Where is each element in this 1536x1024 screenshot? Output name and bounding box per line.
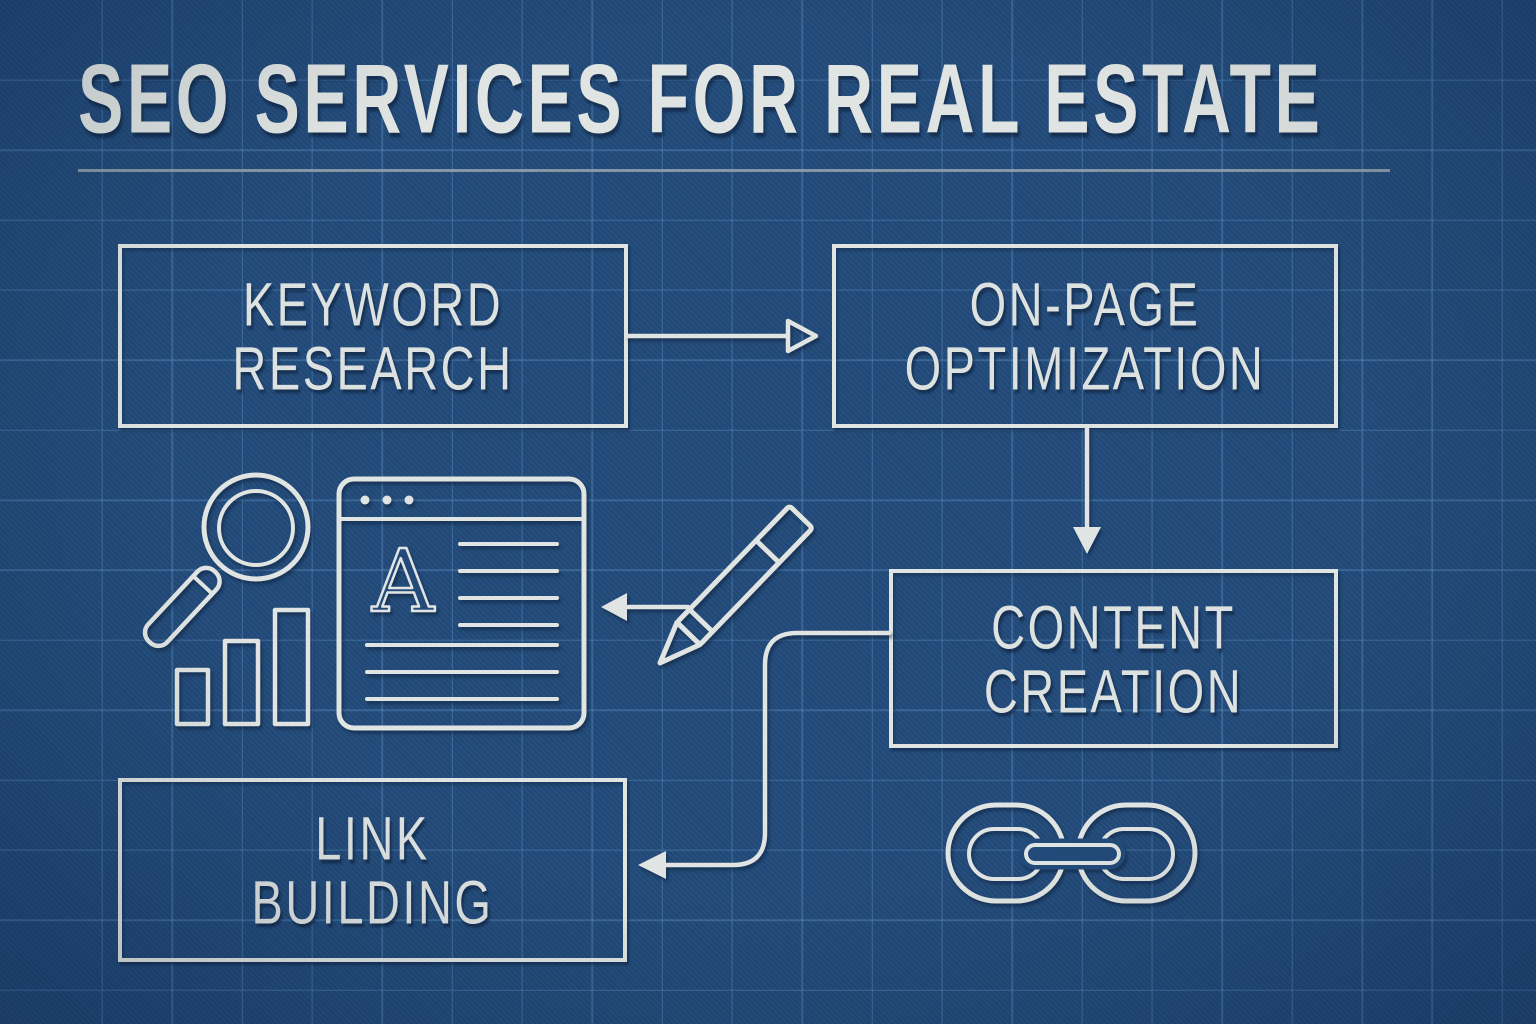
label-line: LINK	[315, 803, 430, 873]
box-on-page-optimization-label: ON-PAGE OPTIMIZATION	[905, 272, 1266, 399]
box-keyword-research: KEYWORD RESEARCH	[118, 244, 628, 428]
document-text-lines	[365, 542, 559, 701]
window-dots-icon	[360, 495, 414, 505]
arrow-pencil-to-document-icon	[601, 593, 691, 621]
document-window-icon: A	[336, 476, 587, 731]
pencil-icon	[657, 504, 814, 666]
title-underline	[78, 169, 1390, 172]
box-content-creation-label: CONTENT CREATION	[984, 595, 1243, 722]
box-content-creation: CONTENT CREATION	[889, 569, 1338, 748]
box-keyword-research-label: KEYWORD RESEARCH	[232, 272, 513, 399]
label-line: CREATION	[983, 655, 1244, 725]
arrow-onpage-to-content-icon	[1073, 425, 1101, 554]
box-link-building: LINK BUILDING	[118, 778, 627, 962]
bar-chart-icon	[174, 607, 311, 727]
chain-link-icon	[945, 802, 1198, 904]
label-line: OPTIMIZATION	[904, 333, 1266, 403]
arrow-content-to-link-icon	[638, 630, 892, 879]
page-title: SEO SERVICES FOR REAL ESTATE	[78, 44, 1324, 155]
label-line: KEYWORD	[242, 269, 504, 339]
search-analytics-icon	[142, 472, 311, 727]
arrow-keyword-to-onpage-icon	[625, 318, 819, 354]
document-letter-a: A	[371, 532, 435, 632]
label-line: RESEARCH	[232, 333, 514, 403]
label-line: BUILDING	[251, 867, 494, 937]
box-on-page-optimization: ON-PAGE OPTIMIZATION	[832, 244, 1338, 428]
label-line: ON-PAGE	[969, 269, 1201, 339]
box-link-building-label: LINK BUILDING	[252, 806, 494, 933]
label-line: CONTENT	[991, 592, 1236, 662]
